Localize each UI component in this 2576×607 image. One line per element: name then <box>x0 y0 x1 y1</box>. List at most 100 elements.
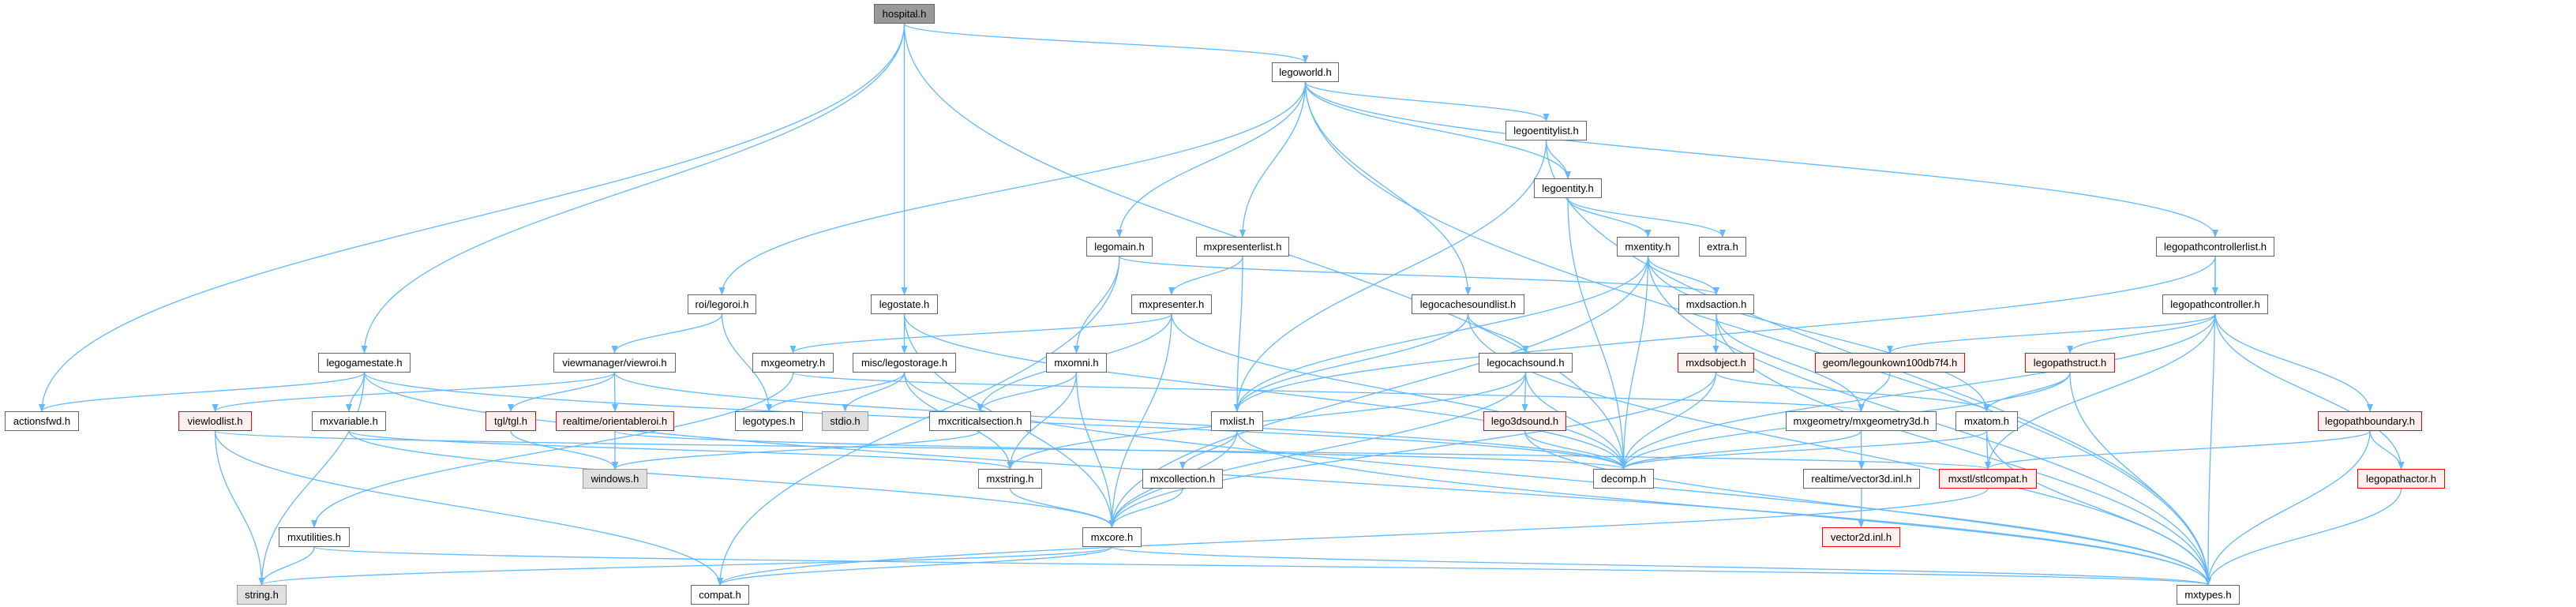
node-mxcriticalsection[interactable]: mxcriticalsection.h <box>929 411 1031 431</box>
node-legounkown[interactable]: geom/legounkown100db7f4.h <box>1815 353 1965 373</box>
node-mxentity[interactable]: mxentity.h <box>1617 237 1679 257</box>
node-actionsfwd[interactable]: actionsfwd.h <box>5 411 79 431</box>
node-compat[interactable]: compat.h <box>691 585 749 605</box>
edge-mxomni-to-mxcriticalsection <box>977 372 1078 412</box>
node-vector3d[interactable]: realtime/vector3d.inl.h <box>1803 469 1920 489</box>
edge-legoroi-to-viewroi <box>611 313 723 354</box>
edge-legoworld-to-mxpresenterlist <box>1239 81 1307 238</box>
node-legoentitylist[interactable]: legoentitylist.h <box>1505 121 1587 141</box>
node-tgl[interactable]: tgl/tgl.h <box>486 411 536 431</box>
node-stdio[interactable]: stdio.h <box>822 411 868 431</box>
edge-legopathcontroller-to-stlcompat <box>1985 313 2216 470</box>
edge-viewroi-to-tgl <box>508 372 616 412</box>
edge-mxvariable-to-mxstring <box>348 430 1014 470</box>
edge-legogamestate-to-actionsfwd <box>39 372 366 412</box>
edge-mxstring-to-mxcore <box>1009 488 1116 528</box>
node-mxdsaction[interactable]: mxdsaction.h <box>1678 294 1754 314</box>
edge-legocachesoundlist-to-mxlist <box>1234 313 1469 412</box>
node-legostate[interactable]: legostate.h <box>871 294 938 314</box>
node-mxvariable[interactable]: mxvariable.h <box>312 411 386 431</box>
node-legotypes[interactable]: legotypes.h <box>735 411 803 431</box>
edge-legostate-to-decomp <box>903 313 1627 470</box>
node-windows[interactable]: windows.h <box>583 469 647 489</box>
node-legopathactor[interactable]: legopathactor.h <box>2357 469 2445 489</box>
node-mxpresenter[interactable]: mxpresenter.h <box>1131 294 1212 314</box>
node-mxgeometry[interactable]: mxgeometry.h <box>752 353 834 373</box>
edge-legocachsound-to-mxcore <box>1108 372 1527 528</box>
node-string[interactable]: string.h <box>237 585 287 605</box>
node-mxlist[interactable]: mxlist.h <box>1211 411 1263 431</box>
edge-mxentity-to-mxlist <box>1234 256 1649 412</box>
node-legoentity[interactable]: legoentity.h <box>1534 178 1602 198</box>
node-vector2d[interactable]: vector2d.inl.h <box>1822 527 1900 547</box>
edge-orientableroi-to-decomp <box>614 430 1626 470</box>
edge-legopathcontroller-to-legopathstruct <box>2067 313 2216 354</box>
node-decomp[interactable]: decomp.h <box>1593 469 1654 489</box>
edge-legopathcontroller-to-decomp <box>1620 313 2216 470</box>
edge-mxentity-to-decomp <box>1620 256 1649 470</box>
edge-legoworld-to-legoroi <box>718 81 1307 295</box>
edge-mxlist-to-mxtypes <box>1236 430 2211 586</box>
node-mxstring[interactable]: mxstring.h <box>978 469 1042 489</box>
edge-legocachsound-to-decomp <box>1524 372 1627 470</box>
node-legopathcontroller[interactable]: legopathcontroller.h <box>2162 294 2268 314</box>
edge-legopathstruct-to-mxtypes <box>2069 372 2211 586</box>
edge-legomain-to-compat <box>717 256 1120 586</box>
node-legoworld[interactable]: legoworld.h <box>1272 62 1339 82</box>
edge-hospital-to-actionsfwd <box>39 23 906 412</box>
node-mxcollection[interactable]: mxcollection.h <box>1142 469 1223 489</box>
edge-legopathstruct-to-mxatom <box>1983 372 2071 412</box>
node-orientableroi[interactable]: realtime/orientableroi.h <box>556 411 674 431</box>
edge-legogamestate-to-mxtypes <box>363 372 2211 586</box>
edge-tgl-to-windows <box>510 430 618 470</box>
edge-legopathcontroller-to-legounkown <box>1887 313 2216 354</box>
edge-mxatom-to-decomp <box>1620 430 1988 470</box>
edge-stlcompat-to-compat <box>717 488 1989 586</box>
edge-mxdsobject-to-mxcore <box>1108 372 1717 528</box>
node-legopathboundary[interactable]: legopathboundary.h <box>2318 411 2422 431</box>
node-extra[interactable]: extra.h <box>1699 237 1746 257</box>
node-legopathcontrollerlist[interactable]: legopathcontrollerlist.h <box>2156 237 2274 257</box>
edge-viewroi-to-viewlodlist <box>212 372 616 412</box>
node-mxomni[interactable]: mxomni.h <box>1046 353 1107 373</box>
node-mxatom[interactable]: mxatom.h <box>1955 411 2018 431</box>
node-legoroi[interactable]: roi/legoroi.h <box>688 294 756 314</box>
node-legocachsound[interactable]: legocachsound.h <box>1479 353 1573 373</box>
edge-mxomni-to-mxstring <box>1007 372 1078 470</box>
edge-mxgeometry-to-mxutilities <box>311 372 794 528</box>
edge-mxatom-to-mxtypes <box>1985 430 2211 586</box>
node-hospital[interactable]: hospital.h <box>874 4 935 24</box>
edge-viewlodlist-to-compat <box>214 430 723 586</box>
node-legomain[interactable]: legomain.h <box>1086 237 1153 257</box>
node-lego3dsound[interactable]: lego3dsound.h <box>1483 411 1566 431</box>
edge-mxpresenterlist-to-mxpresenter <box>1168 256 1243 295</box>
node-mxpresenterlist[interactable]: mxpresenterlist.h <box>1196 237 1289 257</box>
node-legopathstruct[interactable]: legopathstruct.h <box>2025 353 2115 373</box>
node-mxutilities[interactable]: mxutilities.h <box>279 527 350 547</box>
node-mxtypes[interactable]: mxtypes.h <box>2177 585 2240 605</box>
edge-legoworld-to-legomain <box>1116 81 1307 238</box>
node-legostorage[interactable]: misc/legostorage.h <box>853 353 956 373</box>
edge-mxutilities-to-string <box>258 546 315 586</box>
edge-mxutilities-to-mxtypes <box>313 546 2210 586</box>
edge-legopathboundary-to-stlcompat <box>1985 430 2371 470</box>
edge-mxlist-to-mxcollection <box>1179 430 1238 470</box>
edge-hospital-to-legoworld <box>903 23 1309 63</box>
edge-mxdsobject-to-decomp <box>1620 372 1717 470</box>
edge-legoroi-to-legotypes <box>721 313 772 412</box>
node-stlcompat[interactable]: mxstl/stlcompat.h <box>1939 469 2037 489</box>
node-mxdsobject[interactable]: mxdsobject.h <box>1678 353 1754 373</box>
edge-mxvariable-to-mxcore <box>348 430 1116 528</box>
edge-legomain-to-mxdsaction <box>1119 256 1719 295</box>
edge-legopathcontrollerlist-to-mxlist <box>1234 256 2216 412</box>
node-viewroi[interactable]: viewmanager/viewroi.h <box>553 353 676 373</box>
edge-lego3dsound-to-decomp <box>1524 430 1627 470</box>
edge-hospital-to-legogamestate <box>361 23 906 354</box>
node-mxgeometry3d[interactable]: mxgeometry/mxgeometry3d.h <box>1786 411 1937 431</box>
node-viewlodlist[interactable]: viewlodlist.h <box>178 411 252 431</box>
node-legocachesoundlist[interactable]: legocachesoundlist.h <box>1412 294 1524 314</box>
edge-mxcriticalsection-to-windows <box>612 430 981 470</box>
node-legogamestate[interactable]: legogamestate.h <box>318 353 411 373</box>
node-mxcore[interactable]: mxcore.h <box>1082 527 1142 547</box>
